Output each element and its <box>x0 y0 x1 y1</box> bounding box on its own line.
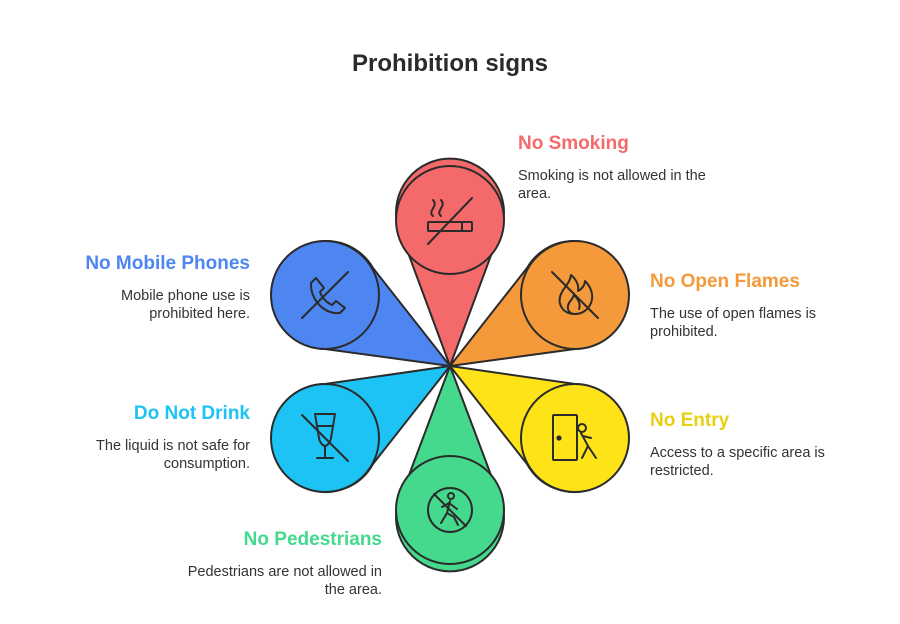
no-entry-icon <box>552 414 597 461</box>
desc-no-smoking: Smoking is not allowed in the area. <box>518 168 706 202</box>
desc-no-mobile-phones: Mobile phone use is prohibited here. <box>121 288 250 322</box>
title-no-open-flames: No Open Flames <box>650 271 800 292</box>
page-title: Prohibition signs <box>352 50 548 77</box>
no-smoking-icon <box>427 197 473 245</box>
title-no-entry: No Entry <box>650 410 730 431</box>
no-phone-icon <box>301 271 349 319</box>
desc-no-entry: Access to a specific area is restricted. <box>650 445 825 479</box>
title-do-not-drink: Do Not Drink <box>133 403 250 424</box>
title-no-smoking: No Smoking <box>518 133 629 154</box>
label-do-not-drink: Do Not Drink The liquid is not safe for … <box>0 403 250 473</box>
label-no-entry: No Entry Access to a specific area is re… <box>650 410 900 480</box>
title-no-mobile-phones: No Mobile Phones <box>85 253 250 274</box>
no-pedestrian-icon <box>427 487 473 533</box>
no-drink-icon <box>301 413 349 462</box>
petal-no-entry <box>449 365 630 493</box>
label-no-pedestrians: No Pedestrians Pedestrians are not allow… <box>122 529 382 599</box>
desc-do-not-drink: The liquid is not safe for consumption. <box>96 438 250 472</box>
label-no-smoking: No Smoking Smoking is not allowed in the… <box>518 133 778 203</box>
title-no-pedestrians: No Pedestrians <box>243 529 382 550</box>
desc-no-open-flames: The use of open flames is prohibited. <box>650 306 817 340</box>
no-flame-icon <box>551 271 599 319</box>
label-no-mobile-phones: No Mobile Phones Mobile phone use is pro… <box>0 253 250 323</box>
desc-no-pedestrians: Pedestrians are not allowed in the area. <box>187 564 382 598</box>
label-no-open-flames: No Open Flames The use of open flames is… <box>650 271 900 341</box>
